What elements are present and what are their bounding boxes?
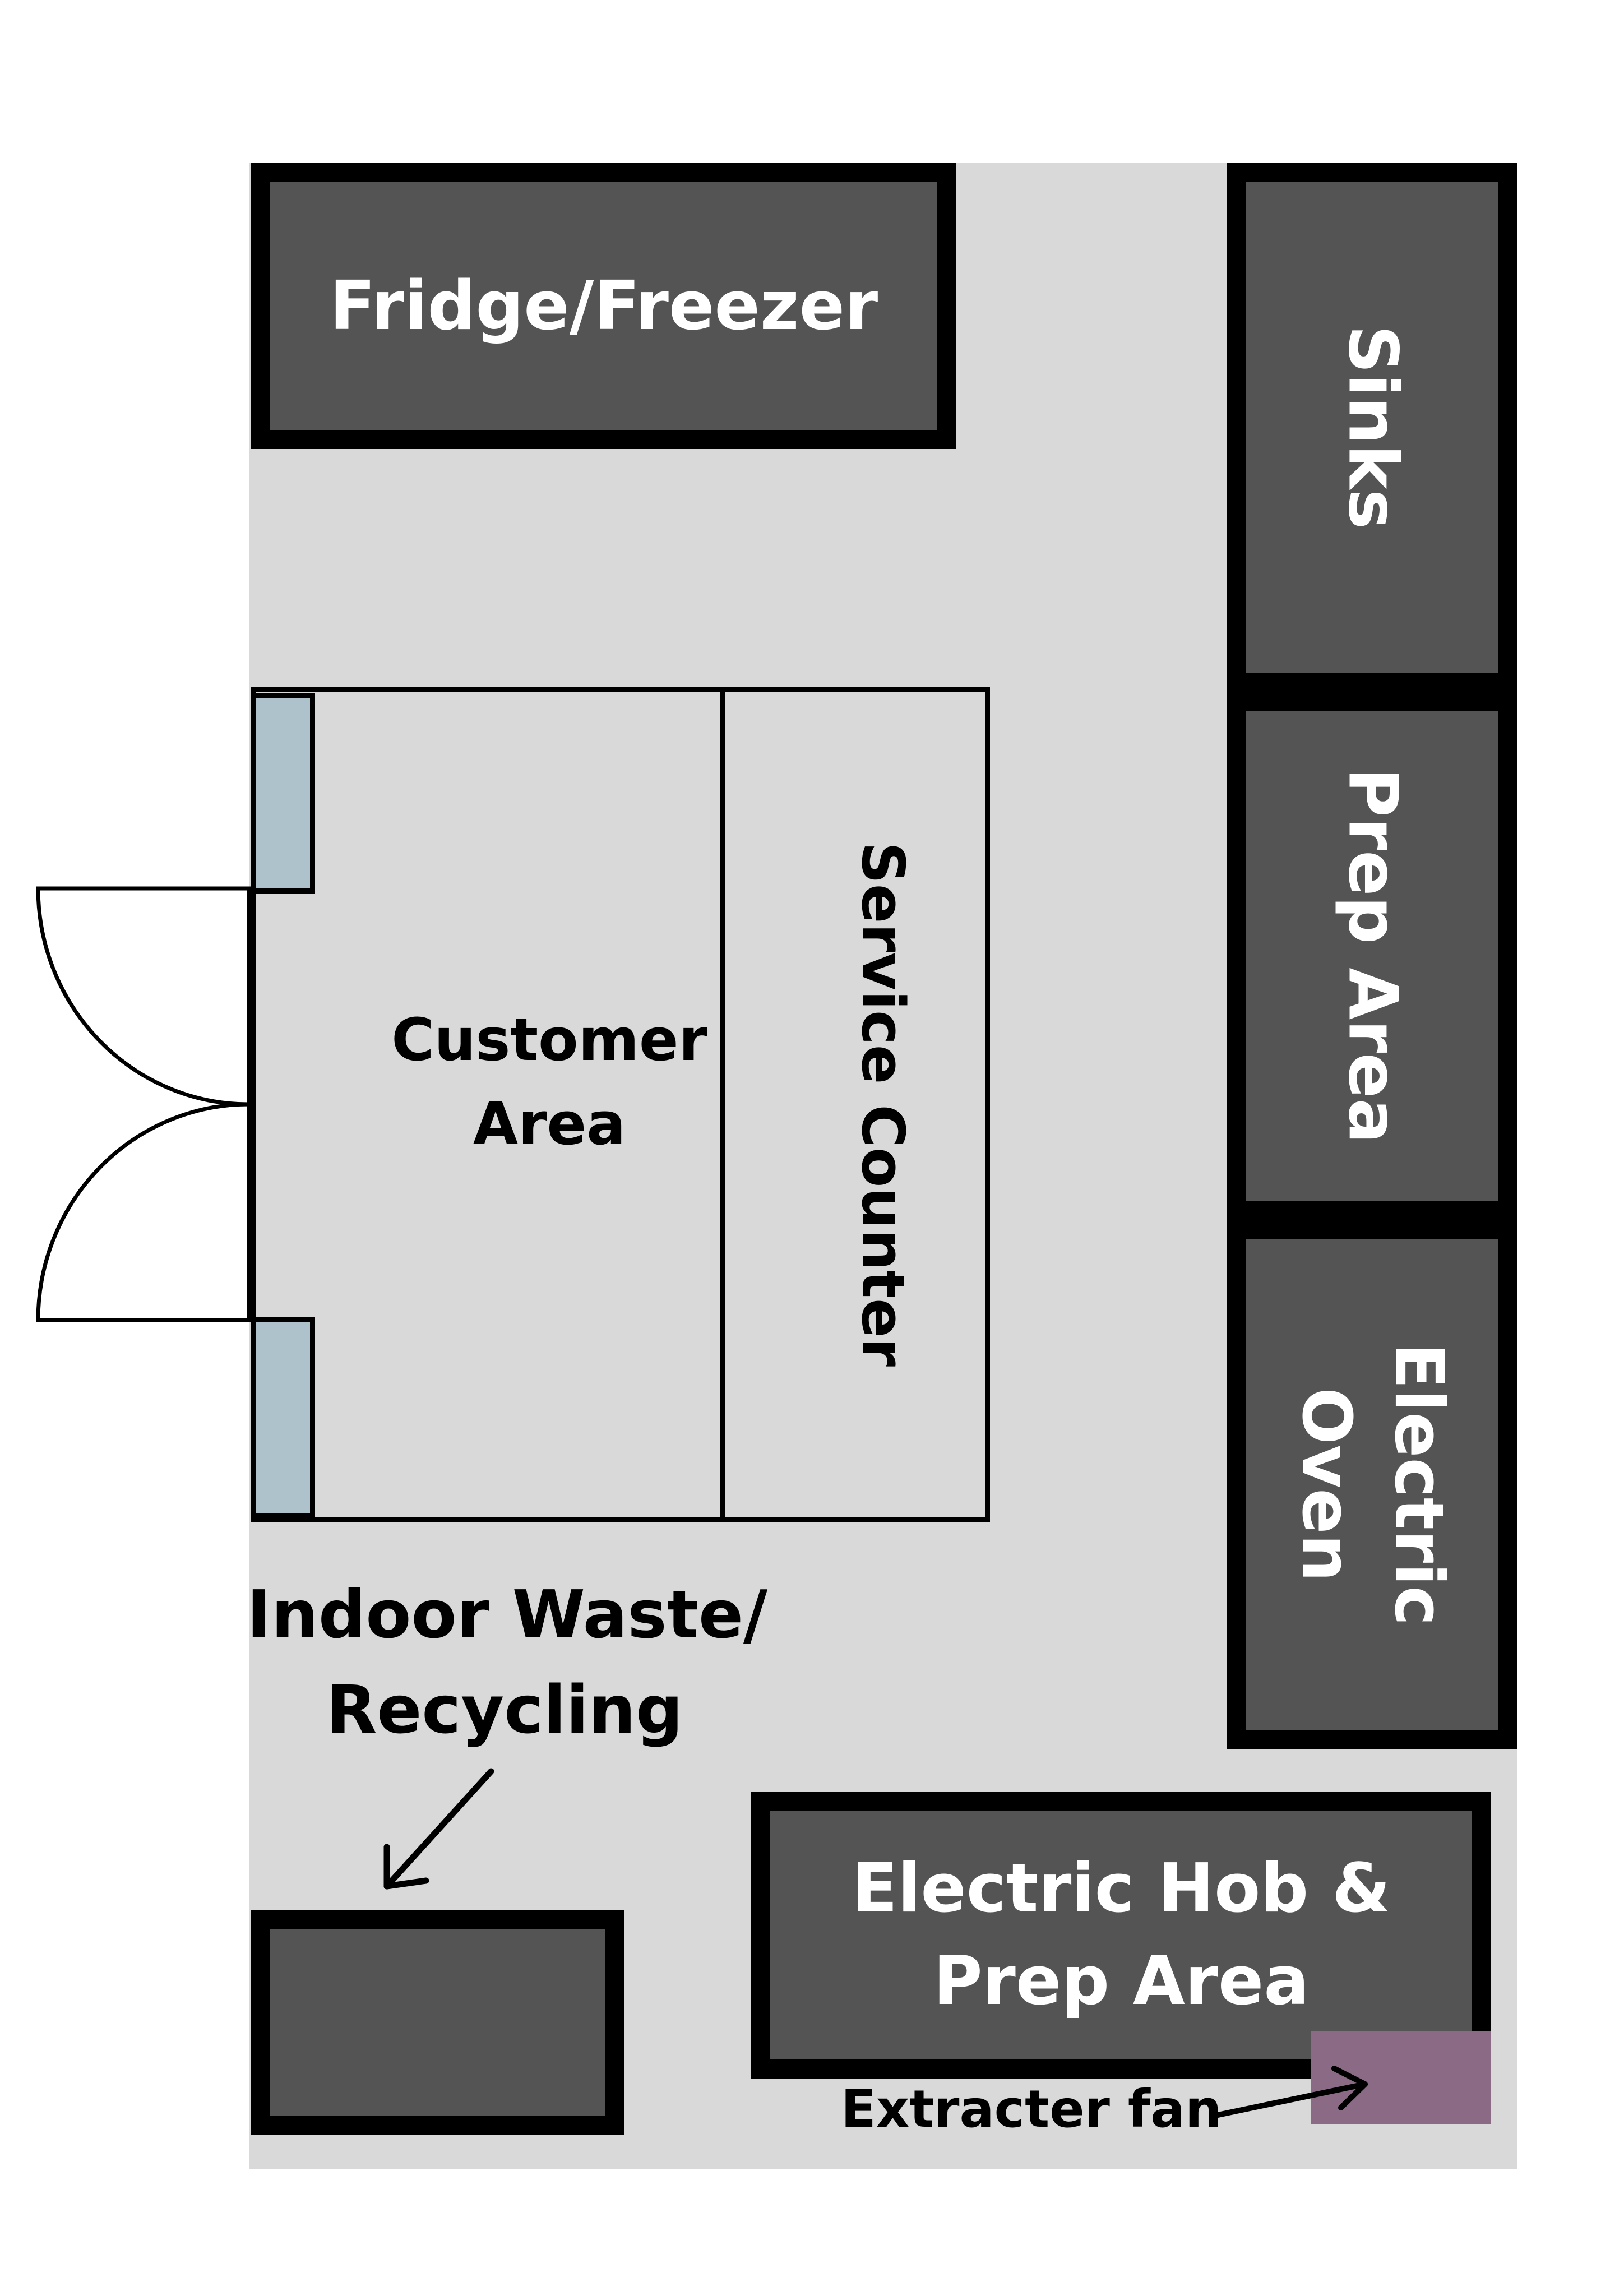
door-leaf-top bbox=[36, 886, 251, 1107]
waste-arrow-head bbox=[383, 1844, 429, 1890]
waste-recycling-label-line2: Recycling bbox=[326, 1671, 683, 1748]
fridge-freezer-unit: Fridge/Freezer bbox=[251, 163, 956, 449]
electric-hob-prep-label: Electric Hob & Prep Area bbox=[852, 1843, 1390, 2027]
fridge-freezer-label: Fridge/Freezer bbox=[329, 267, 878, 345]
fan-arrow-head bbox=[1331, 2066, 1368, 2110]
service-counter-label: Service Counter bbox=[849, 842, 917, 1367]
electric-oven-unit: Electric Oven bbox=[1227, 1220, 1517, 1749]
electric-oven-label-line1: Electric bbox=[1380, 1343, 1458, 1626]
fan-arrow-shaft bbox=[1210, 2081, 1368, 2119]
waste-recycling-bin bbox=[251, 1910, 624, 2135]
sinks-unit: Sinks bbox=[1227, 163, 1517, 692]
window-bottom bbox=[251, 1317, 315, 1518]
arrow-right-icon bbox=[1210, 2066, 1368, 2119]
prep-area-unit: Prep Area bbox=[1227, 692, 1517, 1220]
service-counter-outline bbox=[720, 687, 990, 1522]
extracter-fan-label: Extracter fan bbox=[841, 2079, 1222, 2139]
electric-hob-label-line2: Prep Area bbox=[933, 1942, 1310, 2020]
electric-hob-label-line1: Electric Hob & bbox=[852, 1850, 1391, 1928]
electric-oven-label-line2: Oven bbox=[1287, 1387, 1365, 1582]
sinks-label: Sinks bbox=[1333, 325, 1412, 530]
customer-area-label: Customer Area bbox=[364, 998, 734, 1166]
waste-recycling-label-line1: Indoor Waste/ bbox=[247, 1576, 768, 1653]
double-door-swing-icon bbox=[36, 886, 251, 1322]
window-top bbox=[251, 693, 315, 894]
customer-area-label-line2: Area bbox=[473, 1090, 626, 1158]
electric-hob-prep-unit: Electric Hob & Prep Area bbox=[751, 1792, 1491, 2079]
arrow-down-left-icon bbox=[383, 1768, 494, 1890]
customer-area-label-line1: Customer bbox=[391, 1006, 707, 1074]
prep-area-label: Prep Area bbox=[1333, 768, 1412, 1144]
waste-recycling-label: Indoor Waste/ Recycling bbox=[247, 1567, 767, 1757]
door-leaf-bottom bbox=[36, 1102, 251, 1322]
electric-oven-label: Electric Oven bbox=[1280, 1343, 1465, 1626]
waste-arrow-shaft bbox=[383, 1768, 494, 1890]
